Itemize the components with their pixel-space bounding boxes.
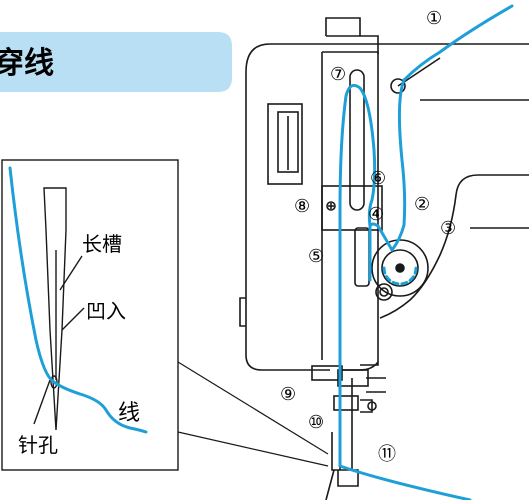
- step-marker-3: ③: [440, 218, 456, 239]
- step-marker-9: ⑨: [280, 384, 296, 405]
- label-thread: 线: [118, 401, 140, 426]
- step-marker-5: ⑤: [308, 246, 324, 267]
- callout-lines: [177, 361, 329, 467]
- sewing-machine: [239, 17, 529, 500]
- step-marker-11: ⑪: [378, 444, 396, 465]
- step-marker-1: ①: [426, 8, 442, 29]
- label-eye: 针孔: [18, 433, 58, 457]
- header-title: 穿线: [0, 46, 54, 81]
- step-marker-8: ⑧: [294, 196, 310, 217]
- header-band: 穿线: [0, 32, 232, 92]
- machine-thread-path: [338, 4, 514, 500]
- step-marker-10: ⑩: [308, 412, 324, 433]
- step-marker-2: ②: [414, 194, 430, 215]
- step-markers: ① ⑦ ⑥ ⑧ ④ ② ③ ⑤ ⑨ ⑩ ⑪: [280, 8, 456, 465]
- needle-inset: 长槽 凹入 线 针孔: [1, 159, 179, 471]
- step-marker-6: ⑥: [370, 168, 386, 189]
- label-indent: 凹入: [86, 299, 126, 323]
- label-groove: 长槽: [82, 232, 122, 256]
- step-marker-4: ④: [368, 204, 384, 225]
- inset-thread-path: [8, 166, 148, 434]
- step-marker-7: ⑦: [330, 64, 346, 85]
